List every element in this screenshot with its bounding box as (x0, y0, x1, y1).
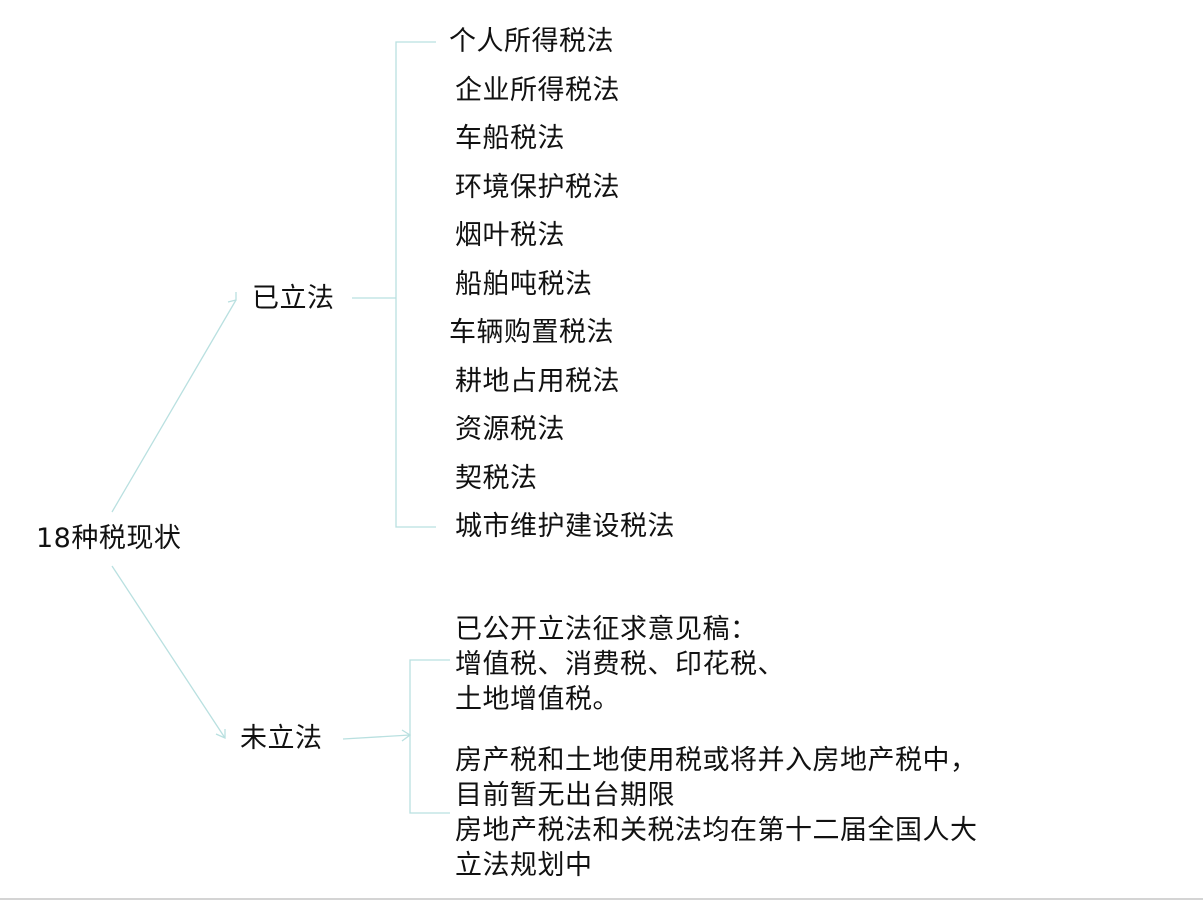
root-node: 18种税现状 (36, 523, 182, 554)
list-item: 资源税法 (455, 414, 565, 445)
property-line: 目前暂无出台期限 (455, 780, 675, 811)
property-line: 房产税和土地使用税或将并入房地产税中， (455, 745, 978, 776)
branch-legislated: 已立法 (252, 283, 335, 314)
bracket-not-legislated (409, 659, 450, 814)
arrowhead-not-legislated (215, 729, 226, 740)
legislated-tax-list: 个人所得税法 企业所得税法 车船税法 环境保护税法 烟叶税法 船舶吨税法 车辆购… (449, 28, 675, 562)
draft-line: 增值税、消费税、印花税、 (455, 649, 785, 680)
list-item: 个人所得税法 (449, 26, 614, 57)
list-item: 环境保护税法 (455, 171, 620, 203)
draft-line: 已公开立法征求意见稿： (455, 614, 758, 645)
draft-tax-block: 已公开立法征求意见稿： 增值税、消费税、印花税、 土地增值税。 (455, 612, 785, 717)
property-tax-block: 房产税和土地使用税或将并入房地产税中， 目前暂无出台期限 房地产税法和关税法均在… (455, 743, 978, 883)
branch-not-legislated: 未立法 (240, 723, 323, 754)
connector-root-to-legislated (111, 299, 237, 513)
arrowhead-legislated (227, 292, 237, 303)
list-item: 企业所得税法 (455, 74, 620, 106)
list-item: 车船税法 (455, 123, 565, 154)
list-item: 船舶吨税法 (455, 268, 593, 300)
list-item: 车辆购置税法 (449, 317, 614, 348)
list-item: 烟叶税法 (455, 220, 565, 251)
property-line: 房地产税法和关税法均在第十二届全国人大 (455, 815, 978, 846)
connector-root-to-not-legislated (111, 565, 226, 739)
draft-line: 土地增值税。 (455, 684, 620, 715)
list-item: 城市维护建设税法 (455, 511, 675, 542)
list-item: 耕地占用税法 (455, 365, 620, 397)
connector-not-legislated-stem (342, 734, 411, 740)
property-line: 立法规划中 (455, 850, 593, 881)
bracket-legislated (395, 41, 436, 528)
bottom-divider (0, 898, 1203, 900)
list-item: 契税法 (455, 462, 538, 494)
